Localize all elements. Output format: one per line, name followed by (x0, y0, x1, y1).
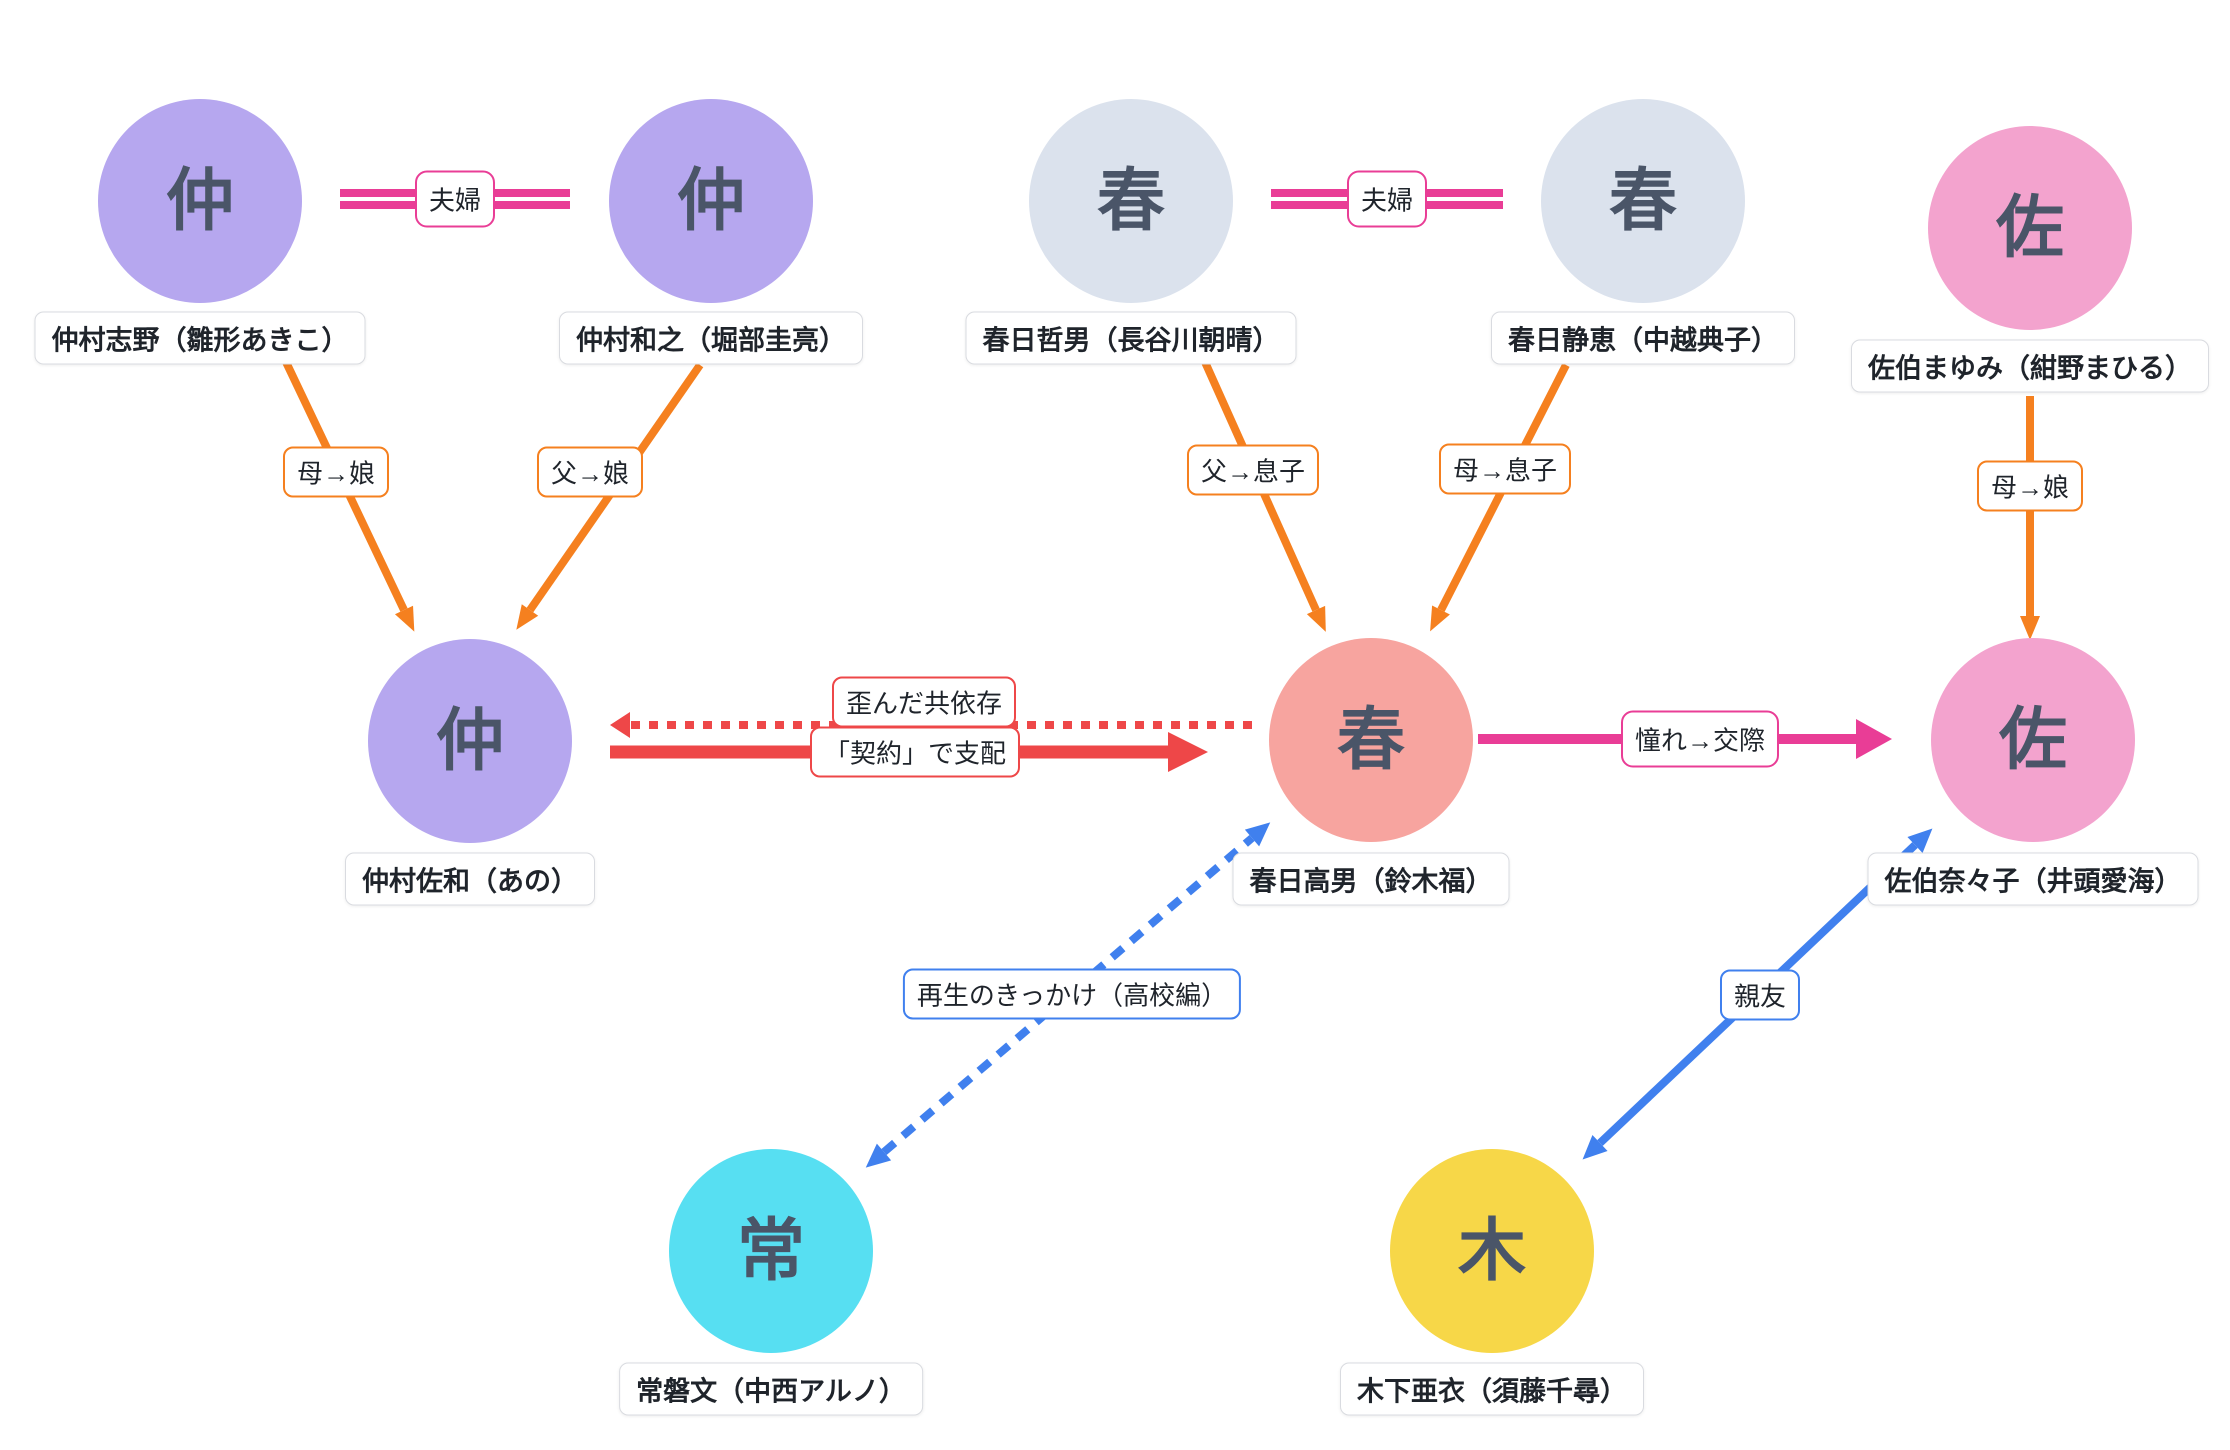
edge-label-codependency: 歪んだ共依存 (831, 676, 1017, 728)
name-label-kasuga-shizue: 春日静恵（中越典子） (1491, 311, 1795, 365)
edge-label-couple-left: 夫婦 (414, 170, 496, 228)
node-initial: 仲 (165, 163, 234, 239)
name-label-kinoshita-ai: 木下亜衣（須藤千尋） (1340, 1362, 1644, 1416)
node-initial: 春 (1096, 163, 1165, 239)
node-kasuga-tetsuo: 春 (1029, 99, 1233, 303)
node-initial: 佐 (1995, 190, 2064, 266)
node-nakamura-kazuyuki: 仲 (609, 99, 813, 303)
node-initial: 仲 (435, 703, 504, 779)
name-label-kasuga-tetsuo: 春日哲男（長谷川朝晴） (965, 311, 1297, 365)
edge-label-admiration-dating: 憧れ→交際 (1620, 710, 1780, 768)
name-label-kasuga-takao: 春日高男（鈴木福） (1232, 852, 1510, 906)
node-kinoshita-ai: 木 (1390, 1149, 1594, 1353)
node-initial: 佐 (1998, 702, 2067, 778)
edge-label-father-daughter: 父→娘 (536, 446, 644, 498)
node-nakamura-shino: 仲 (98, 99, 302, 303)
node-saeki-nanako: 佐 (1931, 638, 2135, 842)
name-label-nakamura-shino: 仲村志野（雛形あきこ） (34, 311, 366, 365)
edge-label-best-friend: 親友 (1719, 969, 1801, 1021)
edge-label-mother-daughter-left: 母→娘 (282, 446, 390, 498)
name-label-nakamura-kazuyuki: 仲村和之（堀部圭亮） (559, 311, 863, 365)
edge-rebirth-trigger (865, 822, 1271, 1168)
node-kasuga-shizue: 春 (1541, 99, 1745, 303)
edge-label-rebirth-trigger: 再生のきっかけ（高校編） (902, 968, 1242, 1020)
node-initial: 春 (1608, 163, 1677, 239)
node-tokiwa-fumi: 常 (669, 1149, 873, 1353)
node-initial: 木 (1457, 1213, 1526, 1289)
name-label-saeki-nanako: 佐伯奈々子（井頭愛海） (1867, 852, 2199, 906)
edge-label-mother-daughter-right: 母→娘 (1976, 460, 2084, 512)
name-label-saeki-mayumi: 佐伯まゆみ（紺野まひる） (1851, 339, 2209, 393)
node-initial: 常 (736, 1213, 805, 1289)
node-nakamura-sawa: 仲 (368, 639, 572, 843)
node-saeki-mayumi: 佐 (1928, 126, 2132, 330)
name-label-nakamura-sawa: 仲村佐和（あの） (345, 852, 595, 906)
edge-label-couple-right: 夫婦 (1346, 170, 1428, 228)
node-initial: 仲 (676, 163, 745, 239)
node-kasuga-takao: 春 (1269, 638, 1473, 842)
edge-label-father-son: 父→息子 (1186, 444, 1320, 496)
edge-label-mother-son: 母→息子 (1438, 443, 1572, 495)
edge-label-contract-control: 「契約」で支配 (809, 726, 1021, 778)
name-label-tokiwa-fumi: 常磐文（中西アルノ） (619, 1362, 923, 1416)
node-initial: 春 (1336, 702, 1405, 778)
